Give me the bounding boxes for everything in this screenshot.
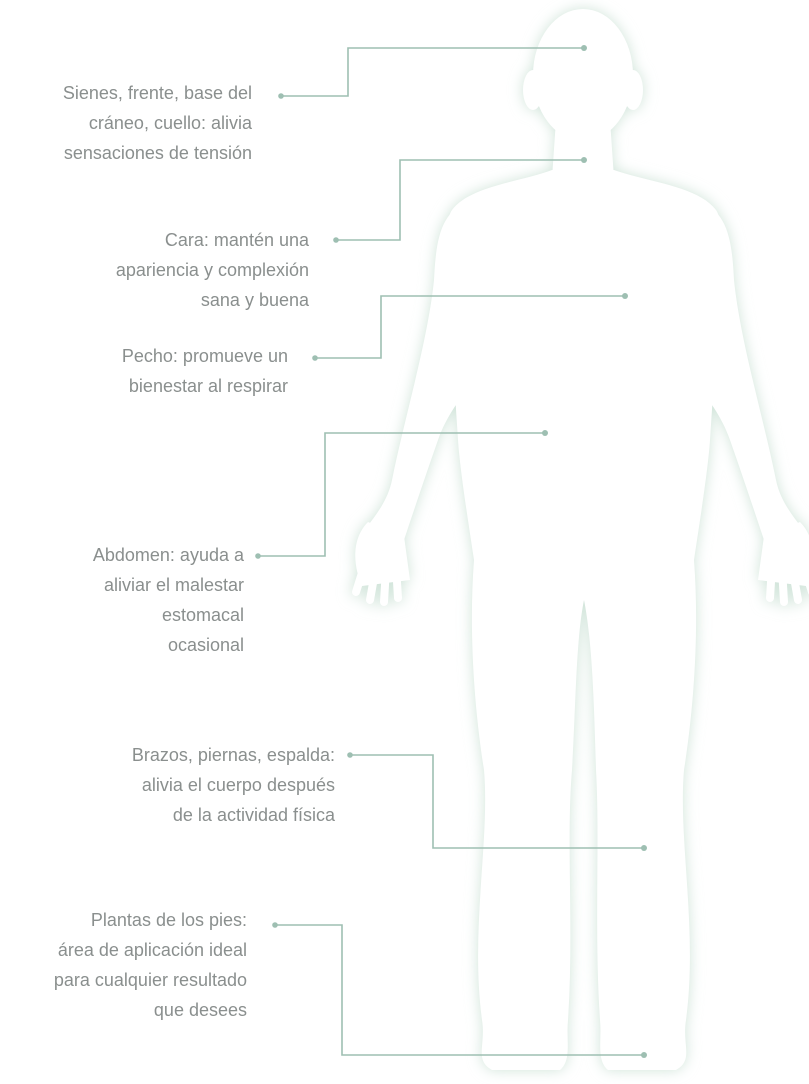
- finger: [384, 568, 386, 602]
- finger: [782, 568, 784, 602]
- leader-dot-label: [255, 553, 261, 559]
- human-silhouette: [355, 9, 809, 1070]
- finger: [396, 566, 398, 598]
- label-temples-neck: Sienes, frente, base del cráneo, cuello:…: [63, 78, 252, 168]
- leader-dot-body: [581, 157, 587, 163]
- leader-dot-label: [278, 93, 284, 99]
- leader-dot-label: [312, 355, 318, 361]
- leader-dot-body: [641, 845, 647, 851]
- leader-dot-label: [347, 752, 353, 758]
- label-abdomen: Abdomen: ayuda a aliviar el malestar est…: [93, 540, 244, 660]
- leader-line: [275, 925, 644, 1055]
- label-arms-legs-back: Brazos, piernas, espalda: alivia el cuer…: [132, 740, 335, 830]
- leader-dot-body: [581, 45, 587, 51]
- neck: [552, 120, 614, 178]
- leader-dot-body: [542, 430, 548, 436]
- leader-dot-body: [641, 1052, 647, 1058]
- label-face: Cara: mantén una apariencia y complexión…: [116, 225, 309, 315]
- label-chest: Pecho: promueve un bienestar al respirar: [122, 341, 288, 401]
- ear-right: [623, 70, 643, 110]
- leader-dot-label: [272, 922, 278, 928]
- finger: [770, 566, 772, 598]
- ear-left: [523, 70, 543, 110]
- leader-soles: [272, 922, 647, 1058]
- leader-dot-body: [622, 293, 628, 299]
- label-soles: Plantas de los pies: área de aplicación …: [54, 905, 247, 1025]
- leader-dot-label: [333, 237, 339, 243]
